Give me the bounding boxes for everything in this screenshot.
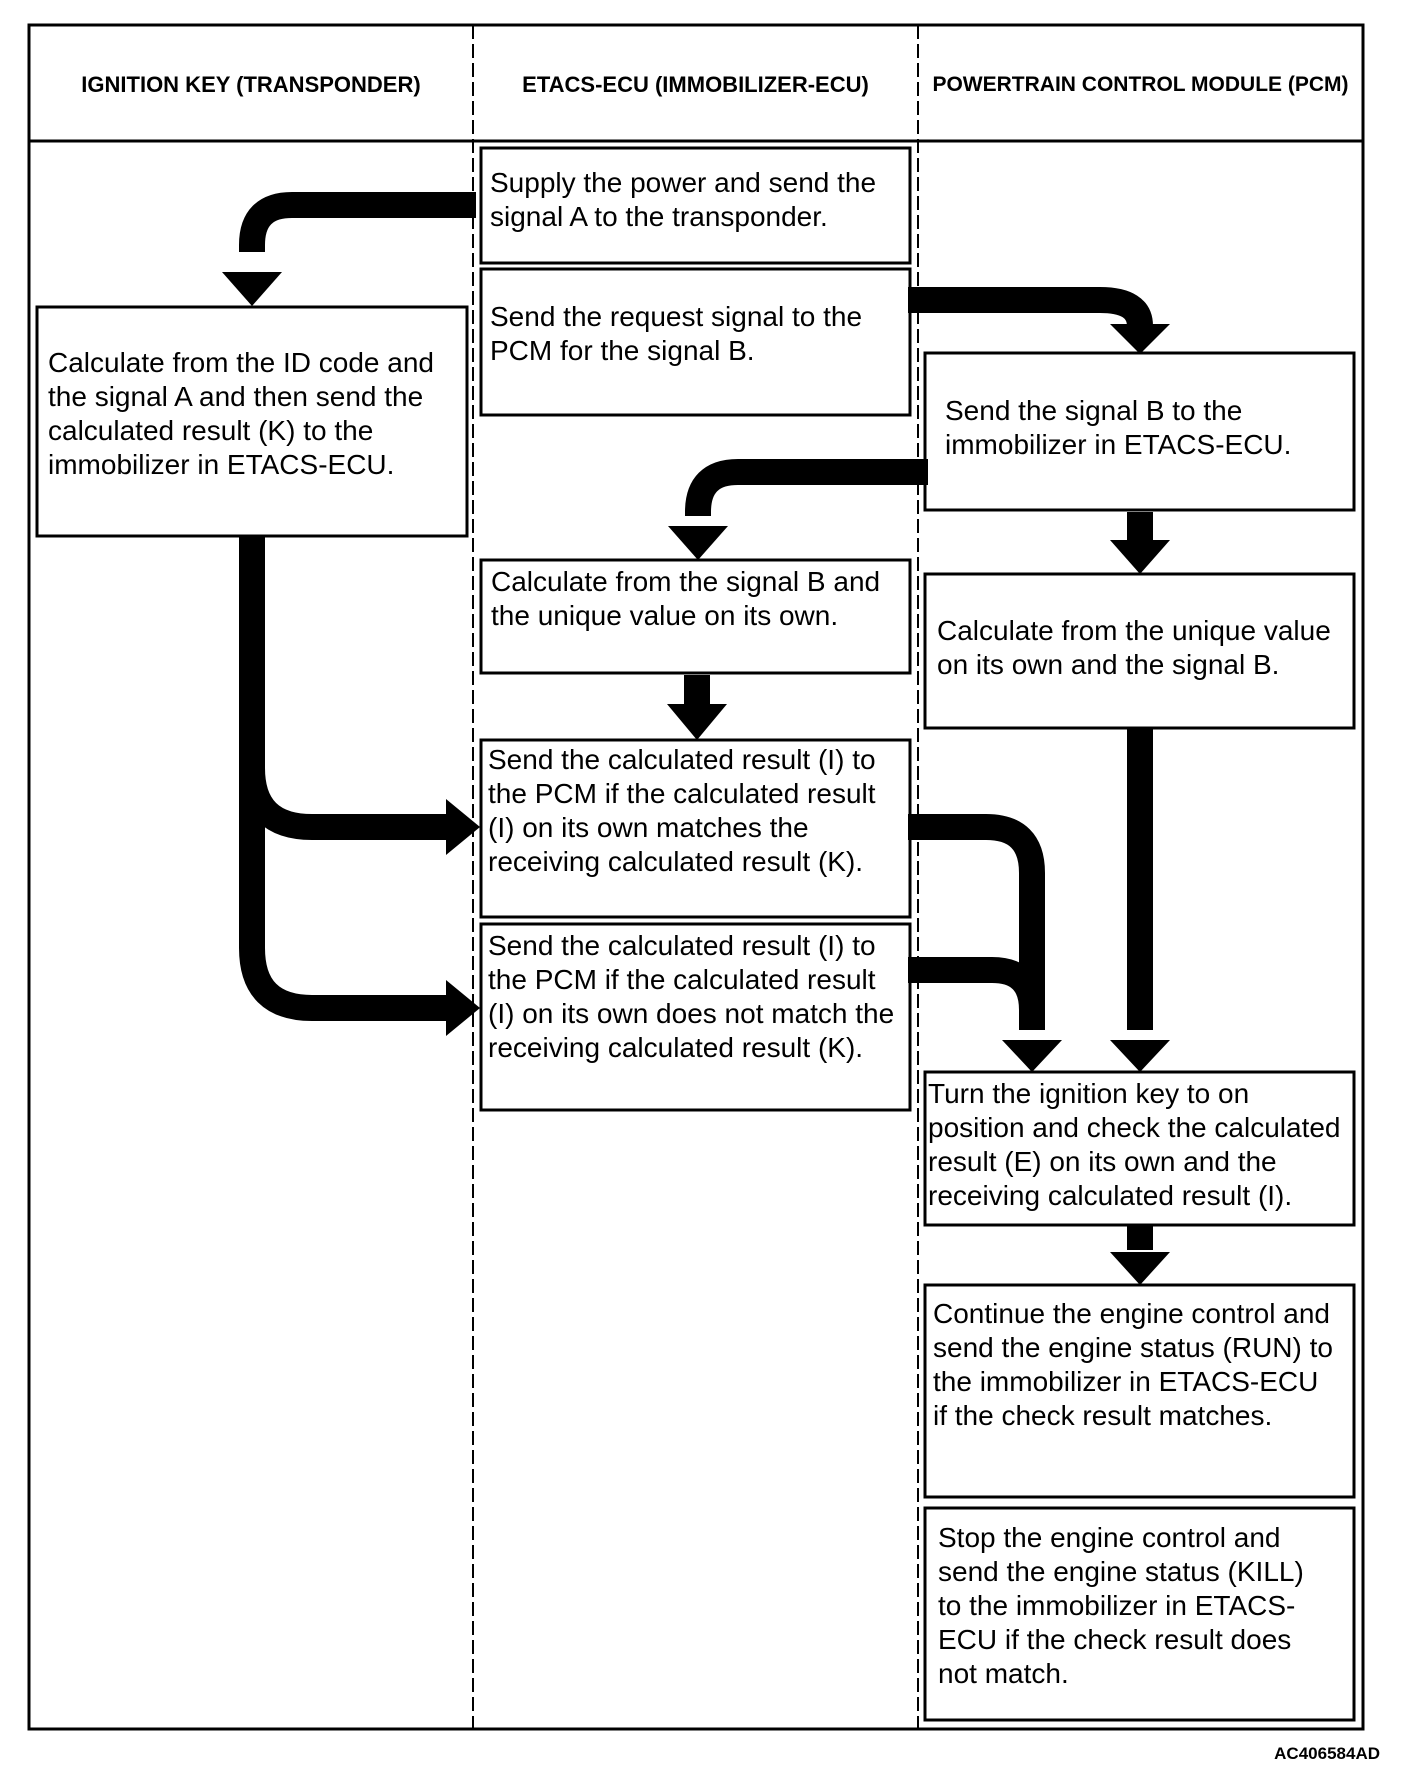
- connector-ecu-to-key: [239, 192, 476, 252]
- box-ecu-request-signal-b: [479, 267, 912, 417]
- figure-code: AC406584AD: [1274, 1744, 1380, 1763]
- step-pcm-calculate: Calculate from the unique value on its o…: [937, 615, 1331, 680]
- step-pcm-check: Turn the ignition key to on position and…: [928, 1078, 1341, 1211]
- step-pcm-send-signal-b: Send the signal B to the immobilizer in …: [945, 395, 1292, 460]
- box-ecu-calculate: [479, 558, 912, 675]
- arrowhead-key-to-ecu-nomatch: [446, 980, 480, 1036]
- box-pcm-stop: [923, 1506, 1356, 1722]
- arrowhead-pcm-signal-down: [1110, 540, 1170, 574]
- step-pcm-stop: Stop the engine control and send the eng…: [938, 1522, 1304, 1689]
- box-key-calculate: [35, 305, 469, 538]
- step-ecu-send-nomatch: Send the calculated result (I) to the PC…: [488, 930, 895, 1063]
- column-header-pcm: POWERTRAIN CONTROL MODULE (PCM): [932, 73, 1349, 96]
- connector-ecu-match-to-pcm: [908, 814, 1045, 1030]
- box-pcm-check: [923, 1070, 1356, 1227]
- box-ecu-send-nomatch: [479, 922, 912, 1112]
- connector-ecu-to-pcm: [908, 287, 1153, 328]
- box-pcm-continue: [923, 1283, 1356, 1499]
- connector-key-branch-match: [239, 767, 450, 840]
- arrowhead-ecu-to-pcm-check: [1002, 1040, 1062, 1072]
- arrowhead-key-to-ecu-match: [446, 799, 480, 855]
- connector-pcm-to-ecu: [685, 459, 928, 516]
- arrowhead-ecu-to-key: [222, 272, 282, 306]
- arrowhead-pcm-to-ecu: [668, 526, 728, 560]
- box-ecu-send-match: [479, 738, 912, 919]
- column-header-etacs-ecu: ETACS-ECU (IMMOBILIZER-ECU): [522, 72, 869, 97]
- step-ecu-calculate: Calculate from the signal B and the uniq…: [491, 566, 881, 631]
- arrowhead-pcm-check-down: [1110, 1252, 1170, 1285]
- step-pcm-continue: Continue the engine control and send the…: [933, 1298, 1333, 1431]
- arrowhead-ecu-to-pcm: [1110, 324, 1170, 354]
- arrowhead-pcm-calc-to-check: [1110, 1040, 1170, 1072]
- outer-frame: [27, 23, 1365, 1731]
- step-ecu-request-signal-b: Send the request signal to the PCM for t…: [490, 301, 863, 366]
- connector-ecu-nomatch-to-pcm: [908, 957, 1045, 1011]
- step-ecu-send-match: Send the calculated result (I) to the PC…: [488, 744, 876, 877]
- step-key-calculate: Calculate from the ID code and the signa…: [48, 347, 434, 480]
- connector-key-trunk: [239, 536, 450, 1021]
- column-header-ignition-key: IGNITION KEY (TRANSPONDER): [81, 72, 421, 97]
- box-pcm-send-signal-b: [923, 351, 1356, 512]
- step-ecu-supply-power: Supply the power and send the signal A t…: [490, 167, 877, 232]
- box-ecu-supply-power: [479, 146, 912, 265]
- arrowhead-ecu-calc-down: [667, 704, 727, 740]
